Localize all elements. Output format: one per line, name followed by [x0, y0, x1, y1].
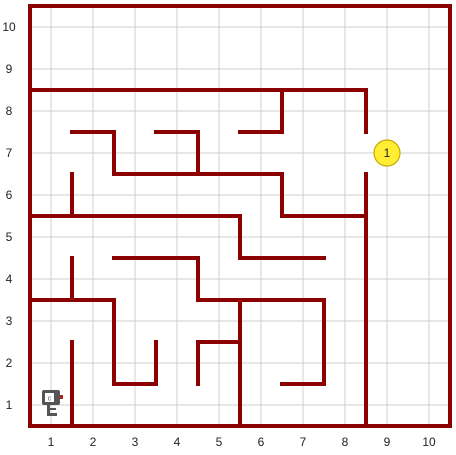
- y-tick-label: 4: [6, 272, 13, 286]
- x-tick-label: 8: [342, 435, 349, 449]
- robot-face: [45, 393, 54, 402]
- y-tick-label: 2: [6, 356, 13, 370]
- x-tick-label: 2: [90, 435, 97, 449]
- y-tick-label: 1: [6, 398, 13, 412]
- robot-icon: c: [42, 390, 63, 416]
- robot-antenna: [60, 395, 63, 399]
- y-tick-label: 3: [6, 314, 13, 328]
- x-tick-label: 10: [422, 435, 436, 449]
- robot-foot: [47, 413, 57, 416]
- x-tick-label: 1: [48, 435, 55, 449]
- x-axis-labels: 1 2 3 4 5 6 7 8 9 10: [48, 435, 436, 449]
- x-tick-label: 6: [258, 435, 265, 449]
- robot-arm: [50, 408, 56, 410]
- x-tick-label: 9: [384, 435, 391, 449]
- y-tick-label: 9: [6, 62, 13, 76]
- y-tick-label: 7: [6, 146, 13, 160]
- robot-eye: c: [48, 396, 52, 403]
- x-tick-label: 7: [300, 435, 307, 449]
- robot-leg: [47, 405, 50, 416]
- x-tick-label: 4: [174, 435, 181, 449]
- x-tick-label: 5: [216, 435, 223, 449]
- y-tick-label: 10: [2, 20, 16, 34]
- y-tick-label: 8: [6, 104, 13, 118]
- maze-walls: [28, 4, 452, 428]
- beeper-count: 1: [384, 146, 391, 160]
- y-axis-labels: 1 2 3 4 5 6 7 8 9 10: [2, 20, 16, 412]
- beeper-circle: [373, 139, 401, 167]
- x-tick-label: 3: [132, 435, 139, 449]
- beeper-marker: 1: [373, 139, 401, 167]
- y-tick-label: 5: [6, 230, 13, 244]
- y-tick-label: 6: [6, 188, 13, 202]
